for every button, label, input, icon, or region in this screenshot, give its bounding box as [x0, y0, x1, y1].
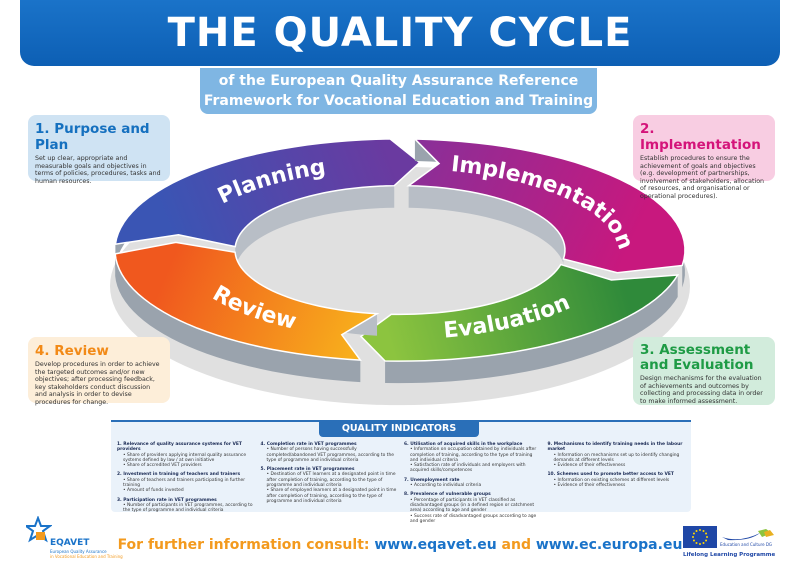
indicator-bullet: • Number of persons having successfully …	[266, 447, 394, 463]
indicator-title: 9. Mechanisms to identify training needs…	[547, 442, 683, 453]
cycle-segment-implementation	[406, 138, 686, 274]
eu-flag-icon	[683, 526, 717, 548]
europa-link[interactable]: www.ec.europa.eu	[535, 537, 683, 553]
footer-prefix: For further information consult:	[117, 537, 375, 553]
indicator-item: 1. Relevance of quality assurance system…	[117, 442, 255, 468]
indicator-bullet: • Information on mechanisms set up to id…	[553, 452, 680, 463]
indicator-bullet: • Share of employed learners at a design…	[266, 488, 397, 504]
footer-and: and	[496, 537, 536, 553]
indicator-bullet: • Evidence of their effectiveness	[553, 463, 626, 469]
indicator-bullet: • Success rate of disadvantaged groups a…	[410, 513, 537, 524]
eu-star	[695, 529, 698, 532]
cycle-segment-planning	[114, 138, 421, 248]
eu-star	[702, 529, 705, 532]
stage-title: 1. Purpose and Plan	[35, 121, 150, 153]
indicator-item: 9. Mechanisms to identify training needs…	[548, 442, 686, 468]
indicator-item: 3. Participation rate in VET programmes•…	[117, 498, 255, 514]
subtitle: of the European Quality Assurance Refere…	[200, 68, 597, 114]
indicator-column: 1. Relevance of quality assurance system…	[117, 442, 255, 528]
indicator-title: 3. Participation rate in VET programmes	[117, 497, 217, 503]
quality-indicators-title: QUALITY INDICATORS	[319, 420, 479, 437]
indicator-item: 4. Completion rate in VET programmes• Nu…	[261, 442, 399, 463]
indicator-column: 4. Completion rate in VET programmes• Nu…	[261, 442, 399, 528]
indicator-title: 1. Relevance of quality assurance system…	[117, 442, 242, 453]
indicator-bullet: • Number of participants in VET programm…	[123, 502, 253, 514]
indicator-bullet: • Share of teachers and trainers partici…	[123, 477, 246, 489]
indicator-bullet: • Information on existing schemes at dif…	[553, 477, 670, 483]
stage-text: Set up clear, appropriate and measurable…	[35, 155, 161, 185]
indicator-item: 2. Investment in training of teachers an…	[117, 472, 255, 493]
stage-text: Establish procedures to ensure the achie…	[640, 155, 765, 200]
indicator-title: 7. Unemployment rate	[404, 477, 460, 483]
indicator-bullet: • Share of accredited VET providers	[123, 463, 202, 469]
dg-label: Education and Culture DG	[720, 542, 772, 547]
stage-review: 4. Review Develop procedures in order to…	[28, 337, 170, 406]
eu-star	[702, 542, 705, 545]
eqavet-name: EQAVET	[50, 538, 90, 548]
indicator-columns: 1. Relevance of quality assurance system…	[117, 442, 685, 528]
indicator-item: 5. Placement rate in VET programmes• Des…	[261, 467, 399, 504]
eqavet-logo: EQAVET European Quality Assurance in Voc…	[22, 515, 136, 562]
indicator-title: 2. Investment in training of teachers an…	[117, 472, 241, 478]
stage-title: 3. Assessment and Evaluation	[640, 342, 754, 373]
quality-indicators-panel: QUALITY INDICATORS 1. Relevance of quali…	[111, 420, 691, 524]
indicator-title: 10. Schemes used to promote better acces…	[547, 472, 674, 478]
segment-side-wall	[385, 275, 678, 384]
indicator-title: 8. Prevalence of vulnerable groups	[404, 492, 491, 498]
stage-purpose-and-plan: 1. Purpose and Plan Set up clear, approp…	[28, 115, 170, 185]
stage-implementation: 2. Implementation Establish procedures t…	[633, 115, 775, 200]
eu-star	[699, 543, 701, 545]
stage-title: 4. Review	[35, 343, 109, 359]
indicator-item: 7. Unemployment rate• According to indiv…	[404, 478, 542, 489]
indicator-title: 5. Placement rate in VET programmes	[260, 467, 355, 473]
indicator-bullet: • Information on occupation obtained by …	[410, 447, 537, 463]
eu-star	[692, 539, 695, 542]
stage-title: 2. Implementation	[640, 121, 761, 153]
indicator-bullet: • Destination of VET learners at a desig…	[266, 472, 396, 489]
indicator-bullet: • Evidence of their effectiveness	[553, 483, 626, 489]
indicator-bullet: • Share of providers applying internal q…	[123, 452, 247, 463]
indicator-column: 6. Utilisation of acquired skills in the…	[404, 442, 542, 528]
programme-name: Lifelong Learning Programme	[683, 552, 776, 558]
indicator-bullet: • Percentage of participants in VET clas…	[410, 497, 535, 514]
eu-star	[705, 539, 708, 542]
eqavet-link[interactable]: www.eqavet.eu	[374, 537, 497, 553]
indicator-column: 9. Mechanisms to identify training needs…	[548, 442, 686, 528]
subtitle-line-2: Framework for Vocational Education and T…	[203, 93, 594, 109]
page-title: THE QUALITY CYCLE	[167, 10, 633, 56]
eu-star	[706, 536, 708, 538]
title-banner: THE QUALITY CYCLE	[20, 0, 780, 66]
indicator-bullet: • According to individual criteria	[410, 483, 482, 489]
lifelong-learning-logo: Education and Culture DG	[720, 528, 780, 550]
eqavet-line-1: European Quality Assurance	[50, 549, 107, 554]
stage-assessment-and-evaluation: 3. Assessment and Evaluation Design mech…	[633, 337, 775, 405]
star-icon	[22, 515, 54, 543]
eu-star	[695, 542, 698, 545]
eu-star	[692, 532, 695, 535]
segment-inner-wall	[235, 185, 395, 269]
eu-star	[699, 529, 701, 531]
indicator-title: 4. Completion rate in VET programmes	[260, 442, 357, 447]
indicator-item: 8. Prevalence of vulnerable groups• Perc…	[404, 492, 542, 524]
indicator-title: 6. Utilisation of acquired skills in the…	[404, 442, 523, 447]
indicator-item: 10. Schemes used to promote better acces…	[548, 472, 686, 488]
eqavet-line-2: in Vocational Education and Training	[50, 554, 123, 559]
segment-side-wall	[115, 253, 361, 383]
footer-info: For further information consult: www.eqa…	[0, 537, 800, 553]
eu-star	[705, 532, 708, 535]
eu-star	[692, 536, 694, 538]
indicator-bullet: • Amount of funds invested	[123, 488, 184, 494]
cycle-segment-evaluation	[359, 263, 680, 362]
indicator-item: 6. Utilisation of acquired skills in the…	[404, 442, 542, 474]
segment-inner-wall	[408, 185, 565, 281]
indicator-bullet: • Satisfaction rate of individuals and e…	[410, 463, 526, 474]
swoosh-icon	[722, 529, 774, 541]
cycle-segment-review	[114, 241, 380, 361]
stage-text: Design mechanisms for the evaluation of …	[640, 375, 763, 405]
subtitle-line-1: of the European Quality Assurance Refere…	[218, 73, 579, 89]
stage-text: Develop procedures in order to achieve t…	[35, 361, 160, 406]
